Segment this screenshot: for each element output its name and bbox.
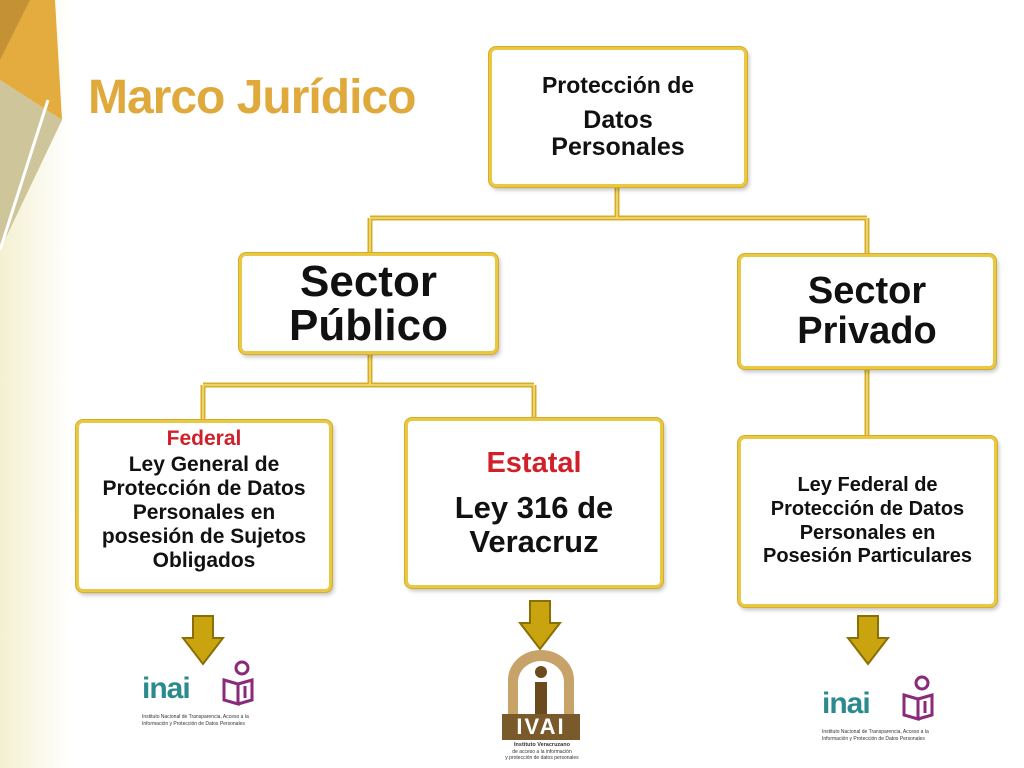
node-federal-tag: Federal — [166, 427, 242, 450]
ivai-logo-caption-3: y protección de datos personales — [505, 755, 579, 761]
ivai-logo: IVAI Instituto Veracruzano de acceso a l… — [500, 650, 590, 762]
node-proteccion-datos: Protección de Datos Personales — [489, 47, 747, 187]
node-sector-publico-label: Sector Público — [289, 256, 448, 350]
ivai-emblem-icon — [508, 650, 574, 716]
ivai-logo-caption-1: Instituto Veracruzano — [514, 742, 570, 748]
inai-logo-caption-1: Instituto Nacional de Transparencia, Acc… — [142, 714, 249, 720]
node-estatal-text: Ley 316 de Veracruz — [454, 490, 614, 559]
page-title: Marco Jurídico — [88, 71, 416, 124]
node-particulares-text: Ley Federal de Protección de Datos Perso… — [763, 474, 972, 568]
ivai-logo-caption-2: de acceso a la información — [512, 749, 572, 755]
node-federal: Federal Ley General de Protección de Dat… — [76, 420, 332, 592]
node-federal-text: Ley General de Protección de Datos Perso… — [101, 452, 307, 572]
inai-logo-caption-2: Información y Protección de Datos Person… — [822, 736, 925, 742]
down-arrow-icon — [846, 615, 890, 666]
node-sector-publico: Sector Público — [239, 253, 498, 354]
down-arrow-icon — [181, 615, 225, 666]
inai-logo-caption-1: Instituto Nacional de Transparencia, Acc… — [822, 729, 929, 735]
decorative-side-panel — [0, 0, 70, 768]
node-particulares: Ley Federal de Protección de Datos Perso… — [738, 436, 997, 607]
down-arrow-icon — [518, 600, 562, 651]
node-estatal-tag: Estatal — [486, 446, 582, 479]
node-proteccion-line1: Protección de — [541, 71, 695, 98]
inai-logo: inai Instituto Nacional de Transparencia… — [820, 675, 960, 745]
node-estatal: Estatal Ley 316 de Veracruz — [405, 418, 663, 588]
node-proteccion-line2: Datos Personales — [551, 106, 685, 162]
node-sector-privado: Sector Privado — [738, 254, 996, 369]
inai-logo: inai Instituto Nacional de Transparencia… — [140, 660, 280, 730]
inai-logo-word: inai — [142, 672, 191, 705]
inai-person-book-icon — [902, 675, 934, 721]
inai-logo-word: inai — [822, 687, 871, 720]
node-sector-privado-label: Sector Privado — [797, 269, 937, 352]
inai-person-book-icon — [222, 660, 254, 706]
inai-logo-caption-2: Información y Protección de Datos Person… — [142, 721, 245, 727]
ivai-logo-wordmark: IVAI — [502, 714, 580, 740]
ivai-logo-word: IVAI — [516, 714, 566, 739]
